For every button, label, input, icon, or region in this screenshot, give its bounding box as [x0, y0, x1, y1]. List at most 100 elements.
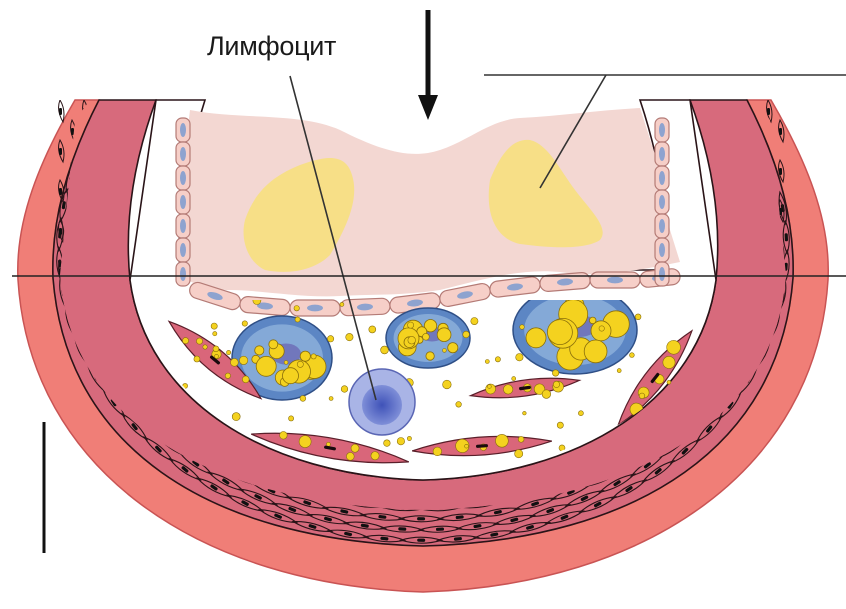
lipid-droplet: [242, 321, 247, 326]
lipid-droplet: [471, 318, 478, 325]
lipid-droplet: [426, 352, 434, 360]
lipid-droplet: [433, 447, 442, 456]
lipid-droplet: [408, 336, 416, 344]
lipid-droplet: [284, 361, 288, 365]
lipid-droplet: [667, 380, 671, 384]
lipid-droplet: [407, 436, 411, 440]
lipid-droplet: [635, 314, 641, 320]
lipid-droplet: [553, 381, 559, 387]
muscle-nucleus: [131, 228, 134, 235]
lipid-droplet: [215, 354, 219, 358]
lipid-droplet: [227, 350, 231, 354]
lipid-droplet: [294, 306, 299, 311]
lymphocyte: [349, 369, 415, 435]
endothelial-nucleus: [180, 147, 186, 161]
muscle-nucleus: [71, 128, 74, 135]
lipid-droplet: [340, 302, 344, 306]
lipid-droplet: [311, 354, 316, 359]
endothelial-nucleus: [180, 123, 186, 137]
lipid-droplet: [465, 444, 469, 448]
lipid-droplet: [327, 336, 333, 342]
lipid-droplet: [443, 349, 447, 353]
lipid-droplet: [526, 328, 546, 348]
endothelial-nucleus: [659, 267, 665, 281]
lipid-droplet: [269, 340, 278, 349]
muscle-nucleus: [417, 539, 425, 542]
lipid-droplet: [584, 340, 607, 363]
lipid-droplet: [423, 333, 430, 340]
lipid-droplet: [369, 326, 376, 333]
lipid-droplet: [300, 351, 310, 361]
lipid-droplet: [523, 411, 527, 415]
endothelial-nucleus: [659, 171, 665, 185]
muscle-nucleus: [767, 108, 770, 115]
lipid-droplet: [239, 356, 247, 364]
lipid-droplet: [488, 385, 492, 389]
lipid-droplet: [194, 356, 200, 362]
lipid-droplet: [518, 436, 524, 442]
endothelial-nucleus: [180, 243, 186, 257]
lipid-droplet: [232, 413, 240, 421]
muscle-nucleus: [779, 168, 782, 175]
lipid-droplet: [297, 361, 303, 367]
lipid-droplet: [341, 386, 348, 393]
endothelial-nucleus: [307, 305, 323, 312]
lipid-droplet: [231, 359, 239, 367]
endothelial-nucleus: [180, 195, 186, 209]
lipid-droplet: [617, 369, 621, 373]
lipid-droplet: [346, 453, 354, 461]
endothelial-nucleus: [180, 171, 186, 185]
muscle-nucleus: [398, 527, 406, 531]
lipid-droplet: [547, 320, 572, 345]
muscle-nucleus: [59, 188, 62, 195]
lipid-droplet: [408, 322, 414, 328]
muscle-nucleus: [59, 108, 62, 115]
lipid-droplet: [346, 333, 353, 340]
endothelial-nucleus: [659, 219, 665, 233]
lipid-droplet: [542, 390, 551, 399]
lipid-droplet: [329, 397, 333, 401]
lipid-droplet: [578, 411, 583, 416]
muscle-nucleus: [59, 228, 62, 235]
lipid-droplet: [295, 317, 300, 322]
lipid-droplet: [495, 357, 500, 362]
muscle-nucleus: [436, 527, 444, 531]
arrow-down-icon: [418, 10, 438, 120]
lipid-droplet: [397, 438, 404, 445]
lipid-droplet: [557, 422, 563, 428]
lipid-droplet: [437, 328, 451, 342]
lipid-droplet: [213, 346, 219, 352]
lymphocyte-label: Лимфоцит: [207, 31, 336, 61]
lipid-droplet: [630, 353, 635, 358]
lipid-droplet: [552, 370, 558, 376]
lipid-droplet: [589, 317, 596, 324]
lipid-droplet: [515, 450, 523, 458]
lipid-droplet: [213, 332, 217, 336]
lipid-droplet: [283, 368, 299, 384]
muscle-nucleus: [417, 517, 425, 520]
endothelial-nucleus: [180, 219, 186, 233]
muscle-nucleus: [59, 148, 62, 155]
lipid-droplet: [211, 323, 217, 329]
lipid-droplet: [300, 396, 306, 402]
endothelial-nucleus: [659, 147, 665, 161]
endothelial-nucleus: [659, 123, 665, 137]
lipid-droplet: [639, 393, 645, 399]
lipid-droplet: [599, 326, 604, 331]
endothelial-nucleus: [607, 277, 623, 284]
muscle-nucleus: [785, 233, 789, 241]
lipid-droplet: [196, 338, 202, 344]
lipid-droplet: [289, 416, 294, 421]
lipid-droplet: [256, 356, 276, 376]
lipid-droplet: [516, 354, 523, 361]
lipid-droplet: [456, 402, 462, 408]
endothelial-nucleus: [659, 243, 665, 257]
lipid-droplet: [448, 343, 458, 353]
muscle-nucleus: [707, 208, 710, 215]
lipid-droplet: [381, 346, 389, 354]
endothelial-nucleus: [180, 267, 186, 281]
lipid-droplet: [485, 360, 489, 364]
lipid-droplet: [512, 377, 516, 381]
lipid-droplet: [520, 325, 525, 330]
